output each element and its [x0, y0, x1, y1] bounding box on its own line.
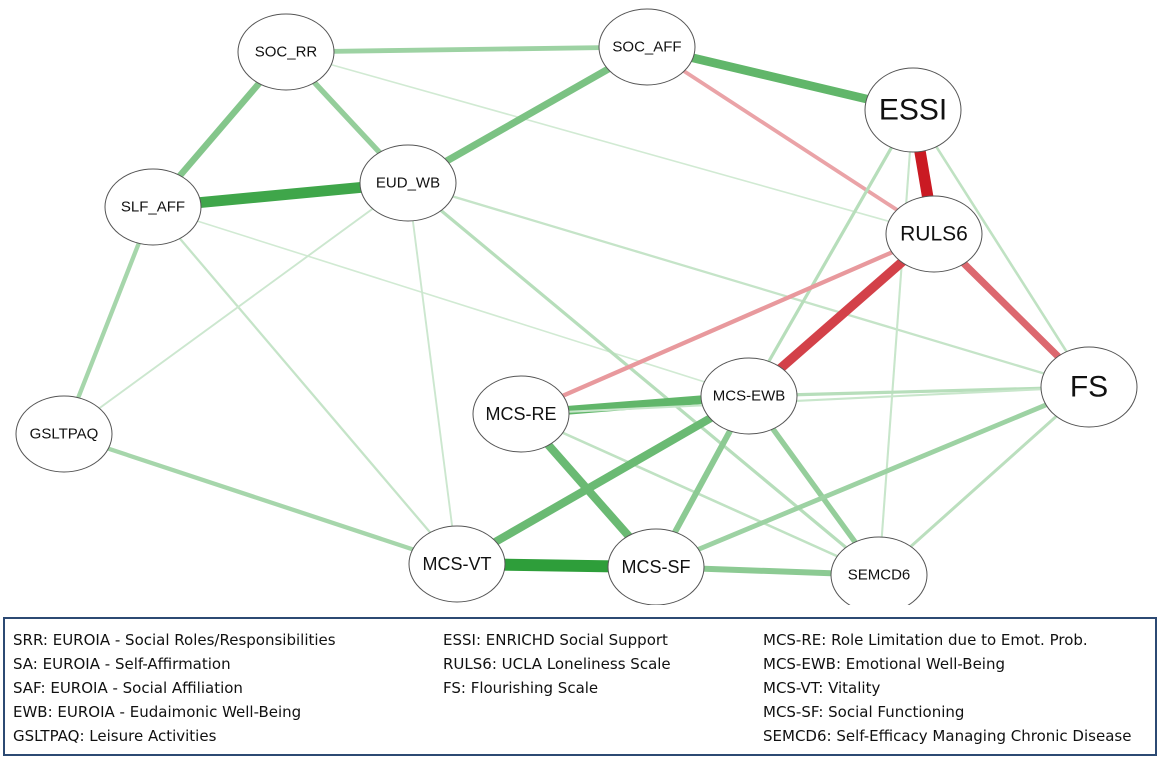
node-essi: ESSI — [864, 67, 962, 153]
edge-mcs-re-fs — [520, 385, 1090, 416]
edge-essi-semcd6 — [877, 109, 915, 576]
legend-entry: FS: Flourishing Scale — [443, 679, 599, 697]
edge-eud_wb-semcd6 — [406, 181, 881, 577]
legend-entry: MCS-VT: Vitality — [763, 679, 881, 697]
edge-slf_aff-mcs-ewb — [152, 206, 750, 397]
node-circle — [408, 525, 506, 603]
node-semcd6: SEMCD6 — [830, 536, 928, 605]
node-circle — [1040, 346, 1138, 428]
node-circle — [104, 168, 202, 246]
legend-entry: SEMCD6: Self-Efficacy Managing Chronic D… — [763, 727, 1132, 745]
node-mcs-re: MCS-RE — [472, 375, 570, 453]
edge-mcs-vt-gsltpaq — [63, 431, 458, 567]
edge-eud_wb-fs — [407, 181, 1090, 389]
edge-soc_aff-eud_wb — [406, 43, 649, 187]
node-circle — [864, 67, 962, 153]
legend-column-3: MCS-RE: Role Limitation due to Emot. Pro… — [763, 628, 1131, 748]
node-label: MCS-VT — [423, 554, 492, 574]
node-circle — [237, 13, 335, 91]
legend-entry: MCS-SF: Social Functioning — [763, 703, 965, 721]
edge-eud_wb-mcs-vt — [407, 182, 458, 565]
node-label: EUD_WB — [376, 175, 440, 192]
node-label: MCS-SF — [622, 557, 691, 577]
edge-ruls6-mcs-re — [520, 232, 935, 416]
node-soc-aff: SOC_AFF — [598, 8, 696, 86]
node-label: RULS6 — [900, 223, 968, 246]
node-gsltpaq: GSLTPAQ — [15, 395, 113, 473]
edge-soc_rr-soc_aff — [285, 44, 648, 55]
legend-entry: SAF: EUROIA - Social Affiliation — [13, 679, 243, 697]
node-label: SEMCD6 — [848, 567, 911, 584]
node-eud-wb: EUD_WB — [359, 144, 457, 222]
node-circle — [607, 528, 705, 605]
node-label: SOC_RR — [255, 44, 318, 61]
legend-column-1: SRR: EUROIA - Social Roles/Responsibilit… — [13, 628, 336, 748]
node-label: ESSI — [879, 94, 947, 127]
node-circle — [598, 8, 696, 86]
node-circle — [15, 395, 113, 473]
legend-column-2: ESSI: ENRICHD Social Support RULS6: UCLA… — [443, 628, 671, 700]
node-label: MCS-RE — [486, 404, 557, 424]
legend-box: SRR: EUROIA - Social Roles/Responsibilit… — [3, 617, 1157, 756]
node-slf-aff: SLF_AFF — [104, 168, 202, 246]
legend-entry: RULS6: UCLA Loneliness Scale — [443, 655, 671, 673]
edge-mcs-ewb-fs — [748, 385, 1090, 398]
edge-slf_aff-gsltpaq — [61, 206, 156, 435]
node-circle — [885, 195, 983, 273]
legend-entry: ESSI: ENRICHD Social Support — [443, 631, 668, 649]
node-fs: FS — [1040, 346, 1138, 428]
legend-entry: SA: EUROIA - Self-Affirmation — [13, 655, 231, 673]
node-mcs-ewb: MCS-EWB — [700, 357, 798, 435]
legend-entry: MCS-EWB: Emotional Well-Being — [763, 655, 1006, 673]
edge-slf_aff-mcs-vt — [152, 206, 458, 565]
node-label: FS — [1070, 371, 1108, 404]
node-circle — [700, 357, 798, 435]
node-mcs-vt: MCS-VT — [408, 525, 506, 603]
edge-eud_wb-gsltpaq — [63, 182, 409, 435]
node-circle — [830, 536, 928, 605]
edge-soc_rr-ruls6 — [285, 51, 935, 235]
edge-soc_aff-ruls6 — [645, 45, 936, 236]
node-label: SLF_AFF — [121, 199, 185, 216]
node-circle — [472, 375, 570, 453]
node-mcs-sf: MCS-SF — [607, 528, 705, 605]
edge-mcs-ewb-mcs-vt — [454, 392, 752, 568]
edge-semcd6-fs — [877, 385, 1091, 577]
legend-entry: SRR: EUROIA - Social Roles/Responsibilit… — [13, 631, 336, 649]
node-ruls6: RULS6 — [885, 195, 983, 273]
legend-entry: EWB: EUROIA - Eudaimonic Well-Being — [13, 703, 302, 721]
legend-entry: MCS-RE: Role Limitation due to Emot. Pro… — [763, 631, 1088, 649]
edge-mcs-sf-fs — [655, 384, 1090, 570]
node-label: SOC_AFF — [612, 39, 681, 56]
node-label: MCS-EWB — [713, 388, 786, 405]
node-soc-rr: SOC_RR — [237, 13, 335, 91]
edge-essi-fs — [911, 109, 1091, 388]
edge-essi-mcs-ewb — [747, 109, 915, 397]
node-label: GSLTPAQ — [30, 426, 99, 443]
node-circle — [359, 144, 457, 222]
legend-entry: GSLTPAQ: Leisure Activities — [13, 727, 217, 745]
edge-mcs-re-semcd6 — [520, 412, 880, 577]
